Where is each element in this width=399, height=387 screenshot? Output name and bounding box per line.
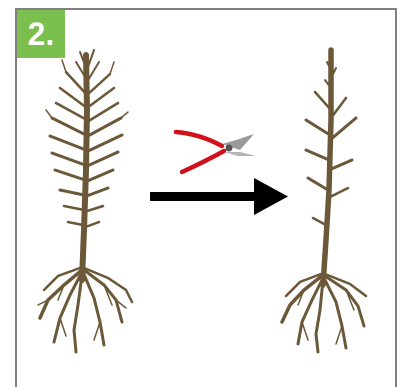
arrow-right-icon xyxy=(150,178,288,215)
bare-root-tree-after-pruning xyxy=(282,50,366,352)
bare-root-tree-before-pruning xyxy=(38,50,132,352)
pruning-shears-icon xyxy=(176,132,256,172)
